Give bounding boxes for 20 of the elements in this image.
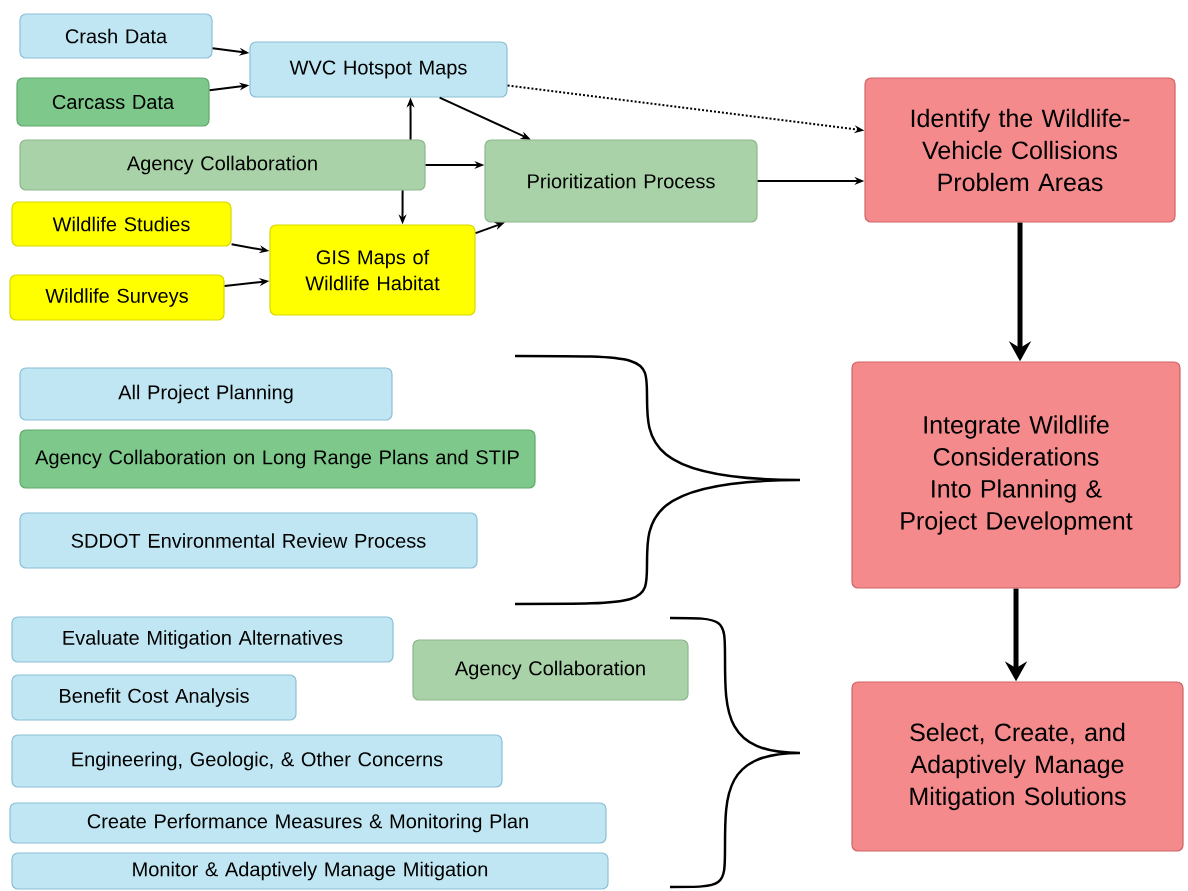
process-box: Monitor & Adaptively Manage Mitigation — [11, 852, 609, 890]
process-box: Wildlife Studies — [11, 201, 232, 247]
process-box: SDDOT Environmental Review Process — [19, 512, 478, 569]
process-box: Benefit Cost Analysis — [11, 674, 297, 721]
process-box: All Project Planning — [19, 367, 393, 421]
process-box: Crash Data — [19, 13, 213, 59]
process-box: Agency Collaboration — [412, 639, 689, 701]
stage-box: Identify the Wildlife-Vehicle Collisions Problem Areas — [864, 77, 1176, 223]
process-box: Agency Collaboration — [19, 139, 426, 191]
process-box: Prioritization Process — [484, 139, 758, 223]
process-box: Evaluate Mitigation Alternatives — [11, 616, 394, 663]
process-box: Agency Collaboration on Long Range Plans and STIP — [19, 429, 536, 489]
stage-box: Select, Create, and Adaptively Manage Mitigation Solutions — [851, 681, 1184, 852]
stage-box: Integrate Wildlife Considerations Into Planning & Project Development — [851, 361, 1181, 589]
process-box: GIS Maps of Wildlife Habitat — [269, 224, 476, 316]
process-box: Create Performance Measures & Monitoring Plan — [9, 802, 607, 844]
process-box: Engineering, Geologic, & Other Concerns — [11, 734, 503, 788]
process-box: Wildlife Surveys — [9, 274, 225, 321]
process-box: WVC Hotspot Maps — [249, 41, 508, 98]
process-box: Carcass Data — [16, 77, 210, 127]
